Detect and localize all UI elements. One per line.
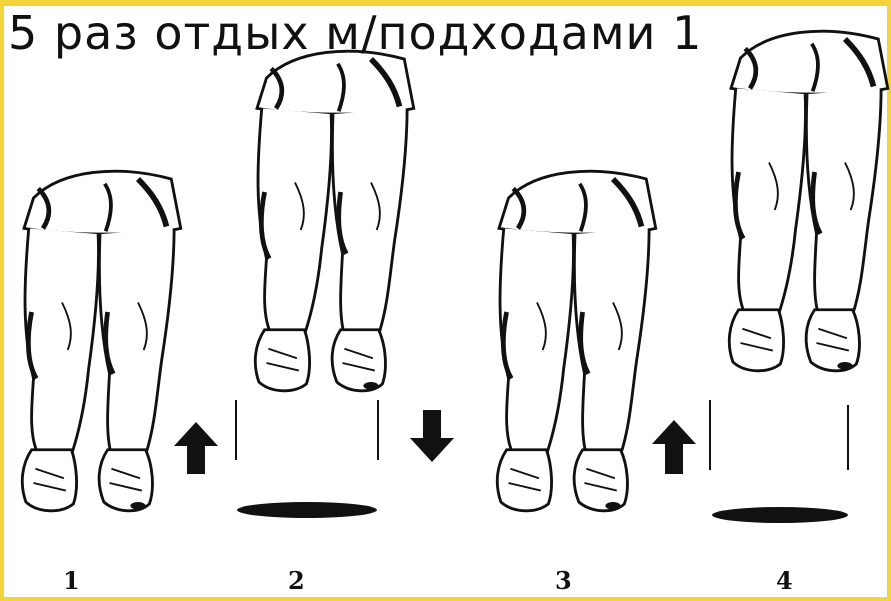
frame-number-1: 1	[63, 566, 80, 595]
arrow-up-icon	[174, 422, 218, 474]
arrow-up-icon	[652, 420, 696, 474]
legs-jumping-4	[729, 31, 887, 371]
legs-jumping-2	[255, 51, 413, 391]
legs-standing-3	[497, 171, 655, 511]
arrow-down-icon	[410, 410, 454, 462]
frame-number-4: 4	[776, 566, 793, 595]
legs-standing-1	[22, 171, 180, 511]
slide-caption: 5 раз отдых м/подходами 1	[8, 6, 702, 60]
ground-shadow-4	[712, 507, 848, 523]
ground-shadow-2	[237, 502, 377, 518]
frame-number-3: 3	[555, 566, 572, 595]
frame-number-2: 2	[288, 566, 305, 595]
